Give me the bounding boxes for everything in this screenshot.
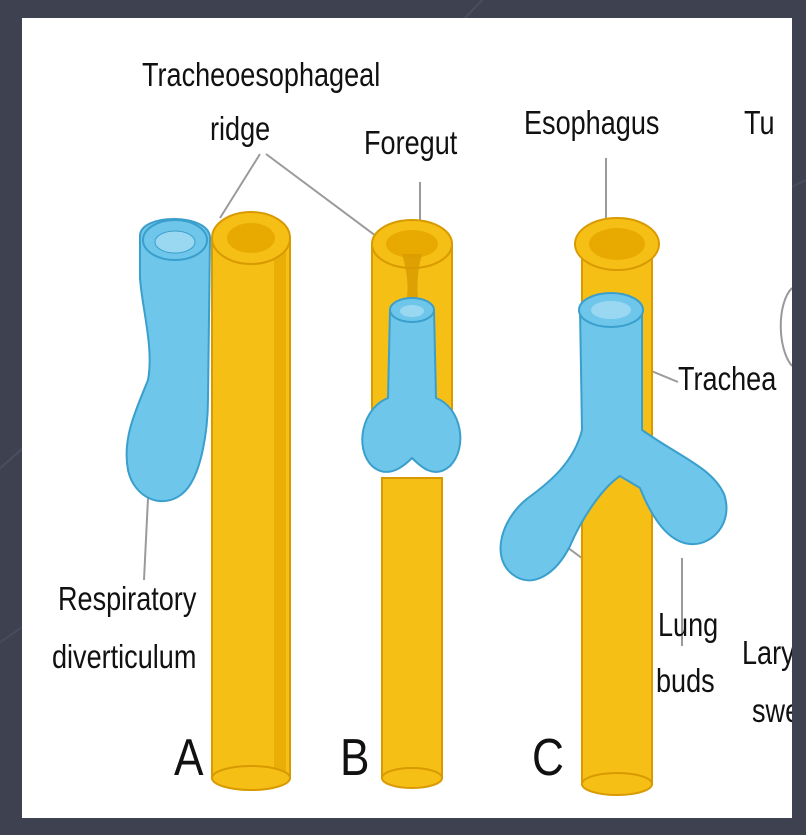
label-tu: Tu [744,106,775,141]
label-swe: swe [752,694,792,729]
label-buds: buds [656,664,715,699]
respiratory-diverticulum-a [127,219,210,501]
label-foregut: Foregut [364,126,457,161]
label-lary: Lary [742,636,792,671]
label-esophagus: Esophagus [524,106,659,141]
partial-stage-d-outline [781,288,792,366]
diagram-panel: Tracheoesophageal ridge Foregut Esophagu… [22,18,792,818]
label-tracheoesophageal: Tracheoesophageal [142,58,380,93]
stage-a-structure [127,212,290,790]
label-trachea: Trachea [678,362,776,397]
stage-label-b: B [340,732,369,784]
leader-respiratory [144,498,148,580]
leader-tracheo-to-a [220,154,260,218]
stage-label-c: C [532,732,564,784]
label-ridge: ridge [210,112,270,147]
label-respiratory: Respiratory [58,582,196,617]
stage-c-structure [501,218,727,795]
stage-label-a: A [174,732,203,784]
esophagus-tube-b [382,478,442,778]
label-diverticulum: diverticulum [52,640,196,675]
stage-b-structure [362,220,460,788]
label-lung: Lung [658,608,718,643]
